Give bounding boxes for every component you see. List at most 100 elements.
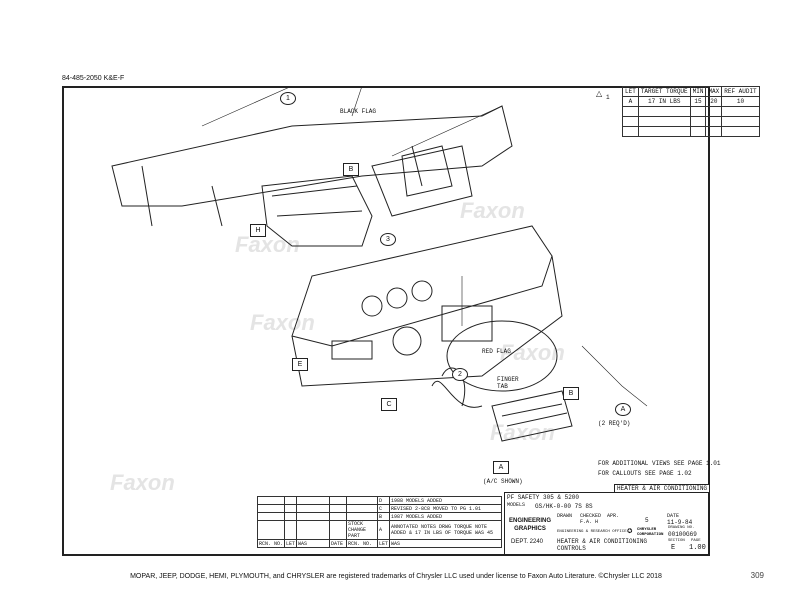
leader-lines [201, 86, 503, 157]
col-header: LET [283, 539, 298, 548]
rev-let: A [377, 520, 391, 540]
title-top: HEATER & AIR CONDITIONING [614, 484, 711, 493]
rev-desc: ANNOTATED NOTES DRWG TORQUE NOTE ADDED &… [389, 520, 502, 540]
drawing-frame [62, 86, 710, 556]
dept-number: DEPT. 2240 [511, 539, 544, 545]
callout-letter-a: A [493, 461, 509, 474]
callout-ac-shown: (A/C SHOWN) [483, 478, 523, 485]
callout-number-3: 3 [380, 233, 396, 246]
callout-letter-h: H [250, 224, 266, 237]
instrument-panel-front [291, 255, 563, 387]
control-head [491, 390, 573, 442]
control-area-circle [446, 320, 558, 392]
drawing-no-label: DRAWING NO. [668, 526, 695, 530]
watermark-logo: Faxon [235, 232, 300, 257]
col-header: WAS [389, 539, 502, 548]
radio-opening [441, 305, 493, 342]
note-additional-views: FOR ADDITIONAL VIEWS SEE PAGE 1.01 [598, 460, 721, 467]
th-target: TARGET TORQUE [637, 86, 691, 97]
col-header: RCN. NO. [257, 539, 285, 548]
rev-let: D [377, 496, 391, 505]
callout-letter-e: E [292, 358, 308, 371]
torque-table-empty-row [622, 116, 760, 127]
gauge-opening [386, 287, 408, 309]
ac-module-detail [401, 145, 453, 197]
heater-housing-detail [271, 185, 363, 217]
steering-column-opening [392, 326, 422, 356]
title-block: PF SAFETY 305 & 5200 MODELS GS/HK-0-00 7… [504, 492, 710, 556]
stock-change-label: STOCK CHANGE PART [346, 520, 379, 540]
rev-desc: 1987 MODELS ADDED [389, 512, 502, 521]
th-max: MAX [705, 86, 723, 97]
callout-black-flag: BLACK FLAG [340, 108, 377, 115]
cell: A [622, 96, 639, 107]
col-header: LET [377, 539, 391, 548]
gauge-opening [361, 295, 383, 317]
leader-lines [461, 276, 648, 407]
warning-triangle-icon: △ [596, 89, 603, 98]
date: 11-9-84 [667, 519, 693, 526]
safety-note: PF SAFETY 305 & 5200 [507, 494, 580, 501]
callout-req: (2 REQ'D) [598, 420, 631, 427]
note-callouts: FOR CALLOUTS SEE PAGE 1.02 [598, 470, 692, 477]
cowl-panel [111, 105, 513, 207]
section-label: SECTION [668, 539, 685, 543]
drawn-label: DRAWN [557, 513, 573, 519]
callout-letter-b: B [343, 163, 359, 176]
callout-red-flag: RED FLAG [482, 348, 511, 355]
section: E [671, 544, 676, 552]
trademark-footer: MOPAR, JEEP, DODGE, HEMI, PLYMOUTH, and … [130, 573, 662, 580]
checked-by: F.A. H [580, 519, 599, 525]
rev-let: C [377, 504, 391, 513]
watermark-logo: Faxon [110, 470, 175, 495]
gauge-opening [411, 280, 433, 302]
exploded-view-illustration [111, 86, 648, 442]
apr-label: APR. [607, 513, 620, 519]
company: CHRYSLER CORPORATION [637, 528, 664, 537]
models-label: MODELS [507, 502, 526, 508]
heater-housing [261, 175, 373, 247]
torque-flag-number: 1 [606, 94, 610, 101]
ac-module [371, 145, 473, 217]
drawing-no: 00100G69 [668, 531, 697, 538]
th-let: LET [622, 86, 639, 97]
drawing-code: 84-485-2050 K&E-F [62, 75, 125, 82]
office: ENGINEERING & RESEARCH OFFICE [557, 530, 627, 534]
cell: 17 IN LBS [637, 96, 691, 107]
callout-number-1: 1 [280, 92, 296, 105]
date-label: DATE [667, 513, 680, 519]
control-head-buttons [501, 403, 568, 427]
th-ref: REF AUDIT [721, 86, 760, 97]
watermark-logo: Faxon [460, 198, 525, 223]
cell: 15 [689, 96, 707, 107]
glovebox-opening [331, 340, 373, 360]
rev-let: B [377, 512, 391, 521]
callout-letter-a-circle: A [615, 403, 631, 416]
th-min: MIN [689, 86, 707, 97]
instrument-panel-top [291, 225, 553, 347]
scale: 5 [645, 517, 649, 524]
cell: 10 [721, 96, 760, 107]
callout-letter-b: B [563, 387, 579, 400]
pentastar-logo-icon: ✪ [627, 526, 633, 536]
callout-letter-c: C [381, 398, 397, 411]
cell: 20 [705, 96, 723, 107]
models: GS/HK-0-00 7S 8S [535, 503, 593, 510]
col-header: WAS [296, 539, 331, 548]
drawing-title: HEATER & AIR CONDITIONING CONTROLS [557, 538, 648, 552]
torque-table-empty-row [622, 126, 760, 137]
callout-number-2: 2 [452, 368, 468, 381]
dept-name: ENGINEERING GRAPHICS [508, 518, 551, 532]
torque-table-empty-row [622, 106, 760, 117]
rev-desc: 1988 MODELS ADDED [389, 496, 502, 505]
page-number: 309 [750, 571, 764, 580]
col-header-date: DATE [329, 539, 348, 548]
col-header: RCN. NO. [346, 539, 379, 548]
